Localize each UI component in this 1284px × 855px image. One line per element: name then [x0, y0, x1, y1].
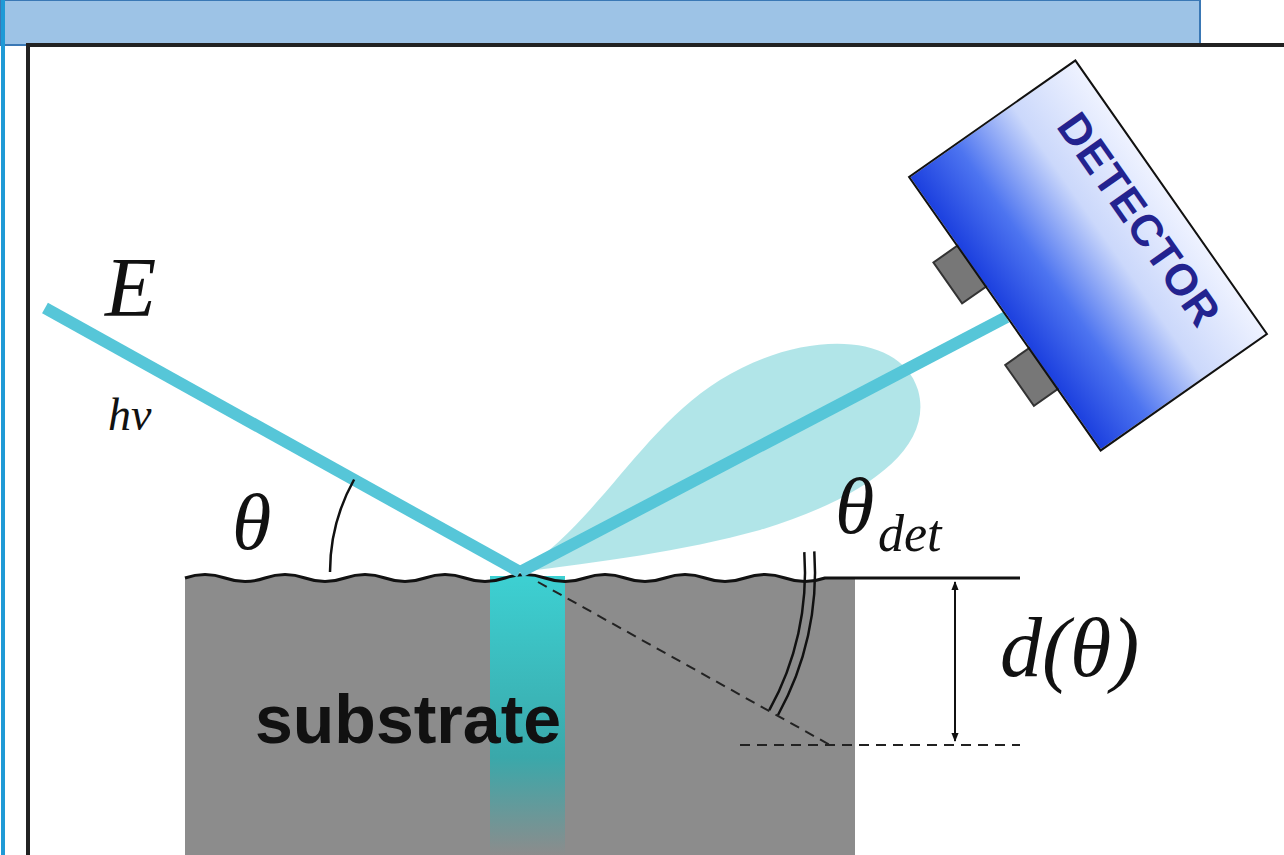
substrate-block: substrate — [185, 572, 859, 855]
angle-arc — [330, 480, 354, 573]
angle-symbol: θ — [835, 466, 874, 546]
depth-level — [740, 744, 1020, 746]
angle-subscript: det — [878, 508, 942, 560]
depth-label: d(θ) — [1000, 606, 1139, 690]
frame — [28, 45, 1284, 855]
node-text: DETECTOR — [1026, 61, 1266, 367]
angle-arc — [769, 552, 805, 710]
node-text: substrate — [185, 572, 859, 753]
angle-symbol: θ — [232, 482, 271, 562]
depth-guide — [538, 582, 830, 745]
rough-surface — [185, 575, 1020, 582]
energy-symbol: E — [105, 246, 156, 330]
angle-arc — [778, 551, 815, 715]
detector-box: DETECTOR — [908, 59, 1269, 452]
photon-energy: hν — [108, 392, 151, 438]
depth-arrow — [954, 582, 956, 741]
header-bar — [0, 0, 1200, 45]
side-rule — [1, 0, 5, 855]
emitted-beam — [520, 317, 1006, 572]
incident-beam — [45, 308, 520, 572]
